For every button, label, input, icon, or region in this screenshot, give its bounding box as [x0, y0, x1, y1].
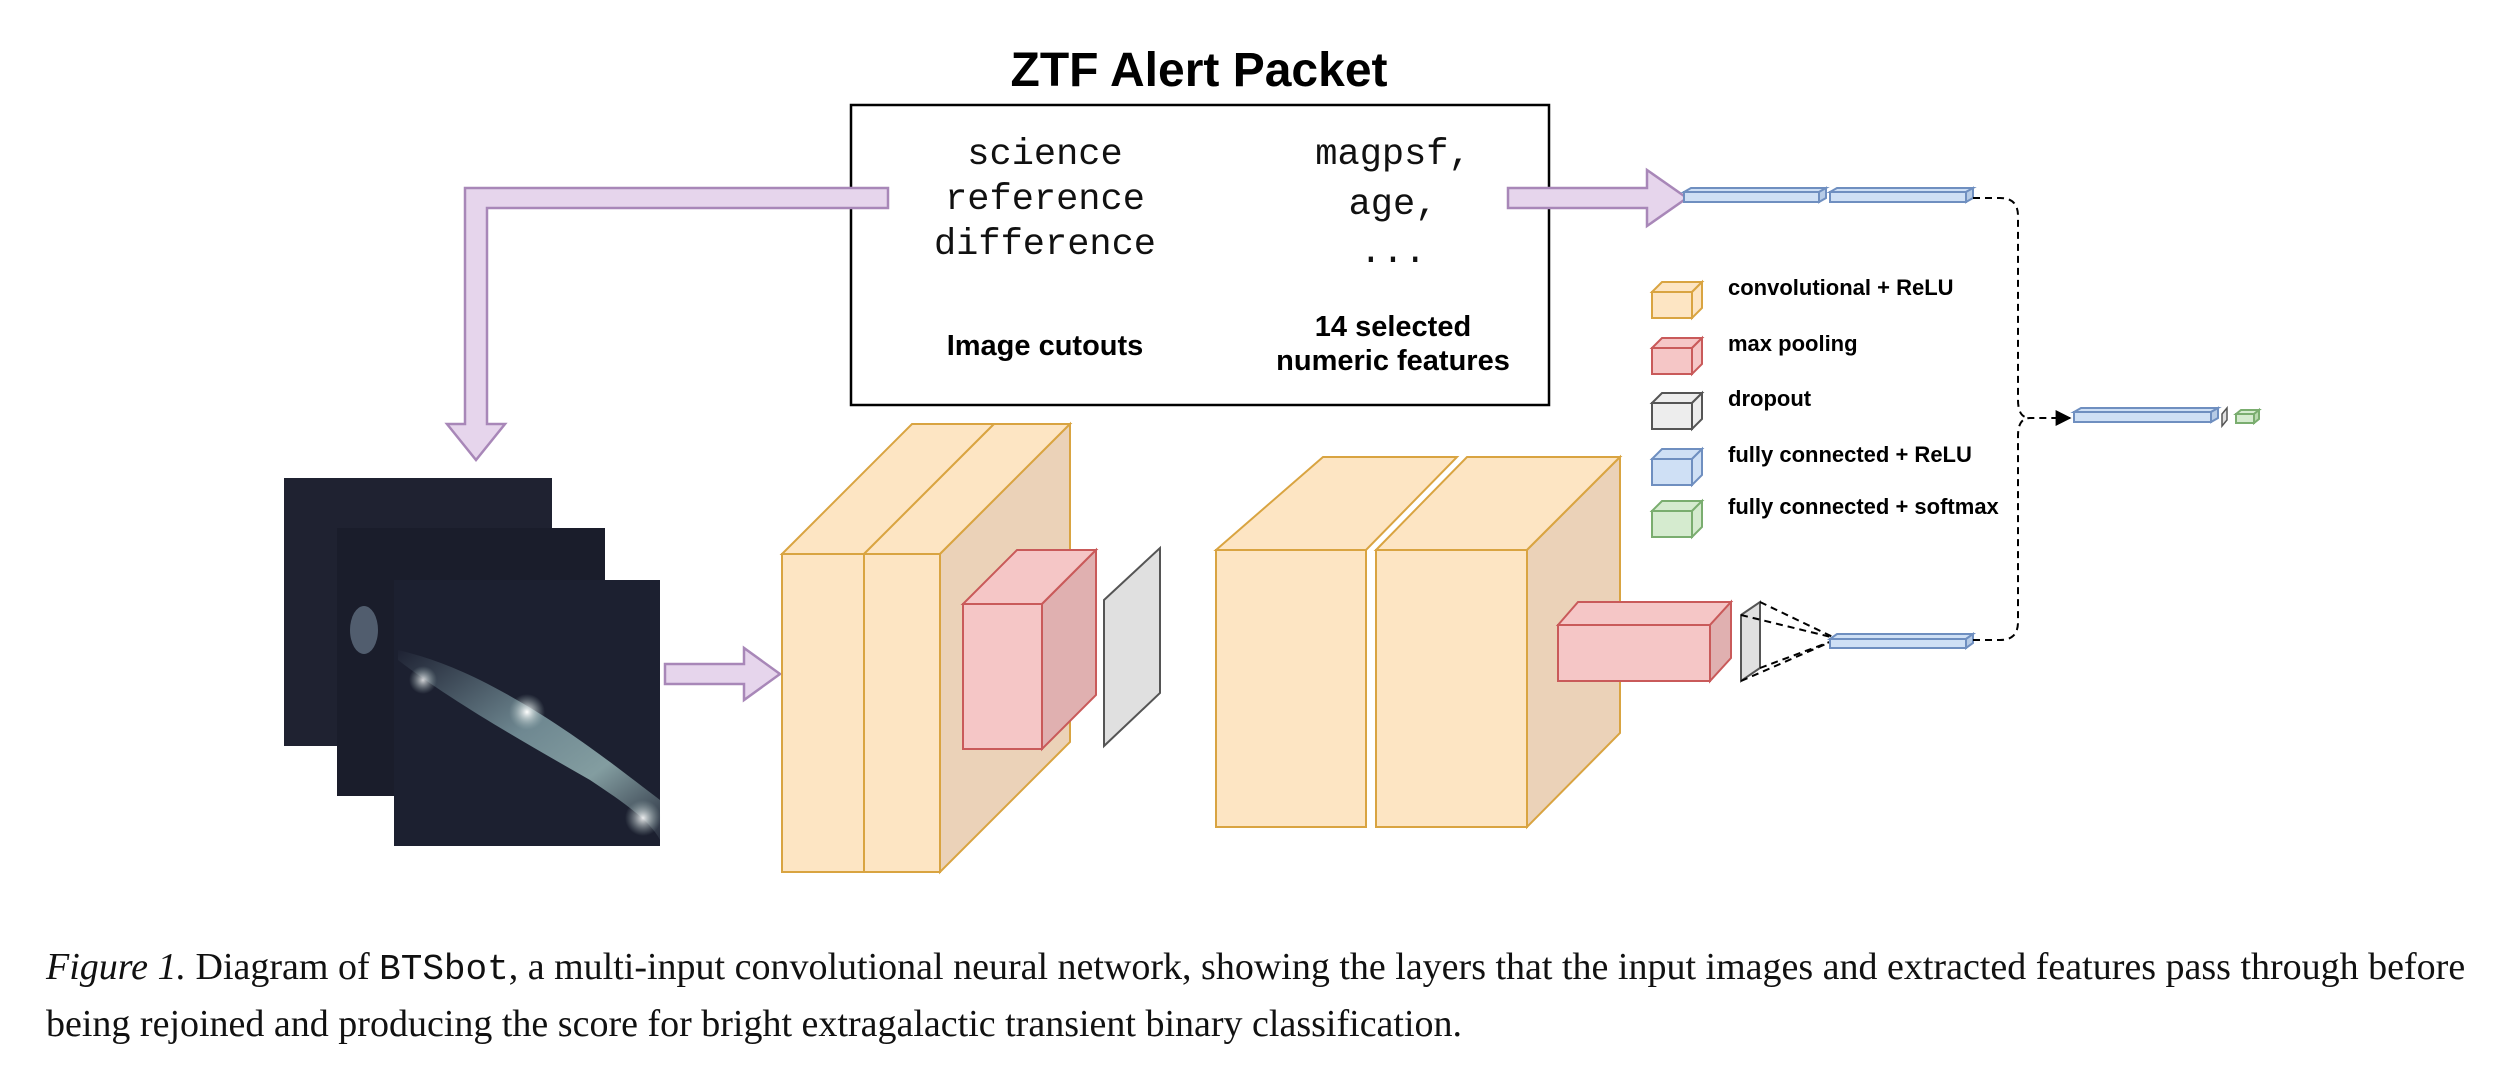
legend-label: max pooling	[1728, 331, 1858, 356]
pool-block-1	[960, 547, 1099, 752]
legend-swatch-front	[1651, 402, 1693, 430]
fc-feature-branch	[1680, 186, 1977, 204]
legend-label: dropout	[1728, 386, 1812, 411]
pool1-front	[962, 603, 1043, 750]
caption-code: BTSbot	[379, 949, 509, 990]
dropout-1	[1103, 545, 1161, 749]
legend-item-4: fully connected + softmax	[1649, 494, 2000, 540]
fc-feat1-front	[1683, 191, 1820, 203]
legend-swatch-front	[1651, 510, 1693, 538]
conv1a-front	[781, 553, 865, 873]
legend-swatch-front	[1651, 458, 1693, 486]
feature-magpsf-text: magpsf,	[1315, 134, 1470, 176]
legend-label: convolutional + ReLU	[1728, 275, 1954, 300]
legend-item-3: fully connected + ReLU	[1649, 442, 1972, 488]
dropout-2	[1740, 600, 1761, 683]
layer-legend: convolutional + ReLU max pooling dropout fu…	[1649, 275, 2000, 540]
btsbot-architecture-diagram: ZTF Alert Packet science reference diffe…	[284, 44, 2262, 875]
feature-ellipsis-text: ...	[1360, 232, 1427, 274]
fc-img-front	[1829, 638, 1967, 649]
input-image-stack	[284, 478, 661, 846]
cutout-reference-text: reference	[945, 179, 1145, 221]
legend-swatch-front	[1651, 347, 1693, 375]
caption-text-after: , a multi-input convolutional neural net…	[46, 946, 2466, 1045]
conv2b-front	[1375, 549, 1528, 828]
numeric-feature-names: magpsf, age, ...	[1315, 134, 1470, 274]
caption-lead: Figure 1.	[46, 946, 187, 988]
fc-joined	[2070, 406, 2222, 424]
legend-item-1: max pooling	[1649, 331, 1858, 377]
numeric-features-label-line2: numeric features	[1276, 345, 1510, 377]
reference-image-galaxy	[350, 606, 378, 654]
caption-text-before: Diagram of	[186, 946, 380, 988]
difference-image-star-lower	[625, 800, 661, 836]
cutout-science-text: science	[967, 134, 1122, 176]
legend-item-2: dropout	[1649, 386, 1812, 432]
feature-age-text: age,	[1349, 184, 1438, 226]
difference-image-galaxy	[398, 650, 660, 840]
fc-image-branch	[1826, 632, 1977, 650]
cutouts-to-images-arrow	[444, 186, 890, 462]
fc-feat1-side	[1818, 186, 1827, 204]
features-to-fc-arrow	[1506, 167, 1690, 229]
alert-packet-box	[849, 103, 1551, 407]
figure-caption: Figure 1. Diagram of BTSbot, a multi-inp…	[46, 940, 2486, 1051]
images-to-cnn-arrow	[663, 645, 783, 703]
dropout-final	[2221, 405, 2228, 429]
legend-label: fully connected + ReLU	[1728, 442, 1972, 467]
conv1b-front	[863, 553, 941, 873]
conv2a-front	[1215, 549, 1367, 828]
diagram-title: ZTF Alert Packet	[1011, 44, 1388, 97]
legend-label: fully connected + softmax	[1728, 494, 2000, 519]
pool-block-2	[1555, 599, 1734, 684]
fc-feat2-front	[1829, 191, 1967, 203]
conv-block-2	[1213, 454, 1623, 830]
cutout-difference-text: difference	[934, 224, 1156, 266]
softmax-output	[2233, 407, 2262, 426]
pool2-top	[1555, 601, 1734, 626]
flatten-lines	[1740, 601, 1836, 682]
difference-image-star-bright	[509, 694, 545, 730]
difference-image-star-left	[409, 666, 437, 694]
join-line-features	[1973, 197, 2031, 419]
legend-swatch-front	[1651, 291, 1693, 319]
pool2-front	[1557, 624, 1711, 682]
fc-img-side	[1965, 632, 1974, 650]
image-cutout-names: science reference difference	[934, 134, 1156, 266]
join-line-images	[1973, 410, 2072, 641]
image-cutouts-label: Image cutouts	[947, 330, 1144, 362]
numeric-features-label-line1: 14 selected	[1315, 311, 1471, 343]
legend-item-0: convolutional + ReLU	[1649, 275, 1954, 321]
